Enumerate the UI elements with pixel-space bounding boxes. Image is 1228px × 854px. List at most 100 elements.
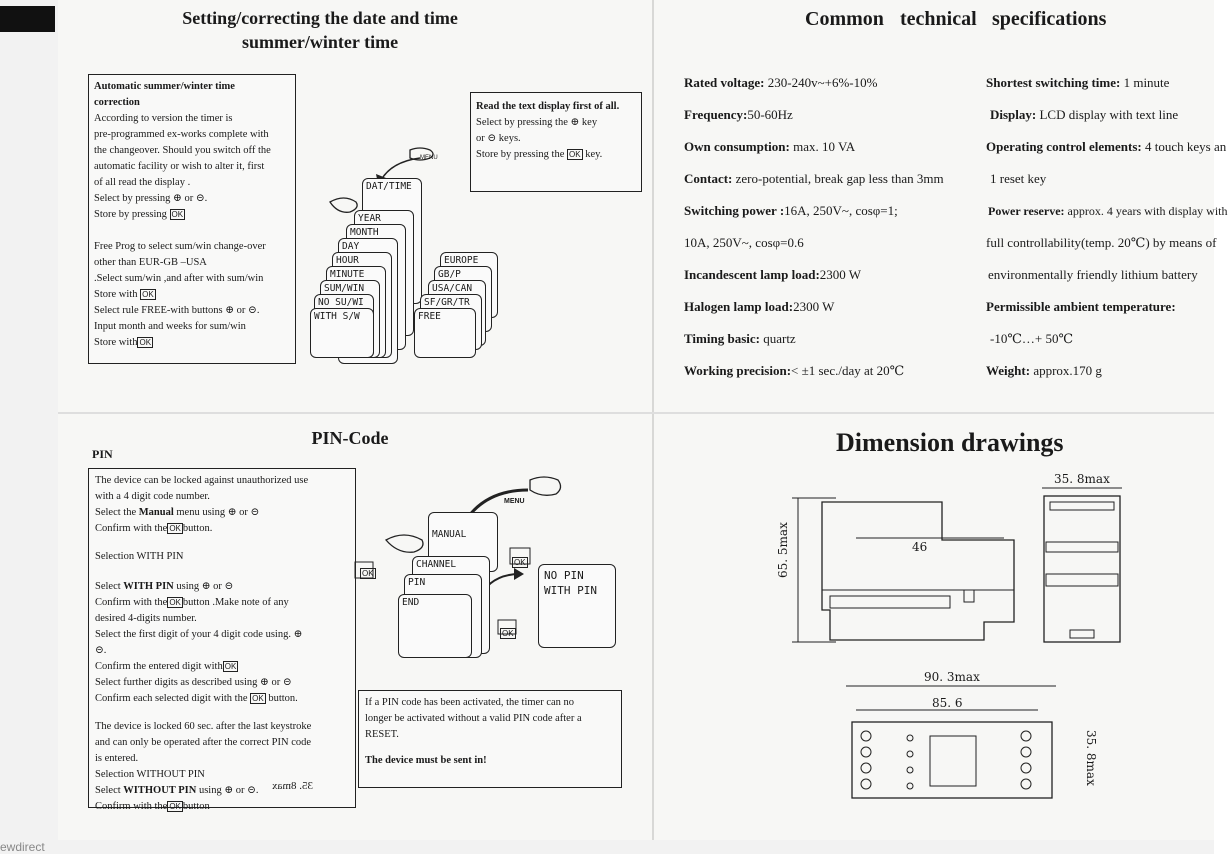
spec-label: Permissible ambient temperature:	[986, 299, 1176, 314]
spacer	[95, 537, 349, 549]
pin-line: Select WITHOUT PIN using ⊕ or ⊝.	[95, 783, 349, 799]
spec-row: Timing basic: quartz	[684, 330, 974, 362]
pin-text: menu using ⊕ or ⊝	[173, 507, 260, 518]
note-line: longer be activated without a valid PIN …	[365, 713, 582, 724]
ok-key-icon: OK	[169, 209, 186, 220]
pin-text-bold: Manual	[138, 507, 174, 518]
pin-text: Confirm with the	[95, 597, 168, 608]
pin-line: Selection WITHOUT PIN	[95, 769, 205, 780]
lcd-text: SUM/WIN	[324, 283, 365, 294]
terminal-row	[1045, 573, 1119, 587]
screw-terminal-icon	[1020, 746, 1032, 758]
spec-label: Halogen lamp load:	[684, 299, 794, 314]
lcd-text: FREE	[418, 311, 441, 322]
display-window	[929, 735, 977, 787]
screw-terminal-icon	[1020, 730, 1032, 742]
specs-title-2: technical	[900, 8, 977, 30]
terminal-row	[1045, 541, 1119, 553]
spec-row: Rated voltage: 230-240v~+6%-10%	[684, 74, 974, 106]
spec-label: Contact:	[684, 171, 733, 186]
lcd-text: NO PIN	[544, 569, 584, 582]
pin-line: and can only be operated after the corre…	[95, 737, 312, 748]
spec-row: Permissible ambient temperature:	[986, 298, 1214, 330]
pin-text-bold: WITHOUT PIN	[123, 785, 197, 796]
specs-left-column: Rated voltage: 230-240v~+6%-10% Frequenc…	[684, 74, 974, 394]
auto-store-line: Store by pressing OK	[94, 207, 290, 223]
note-line: If a PIN code has been activated, the ti…	[365, 697, 575, 708]
top-view-drawing	[846, 685, 1056, 799]
spec-label: Timing basic:	[684, 331, 760, 346]
pin-line: The device can be locked against unautho…	[95, 475, 309, 486]
ok-key-icon: OK	[500, 628, 516, 639]
auto-correction-box: Automatic summer/winter time correction …	[88, 74, 296, 364]
lcd-text: NO SU/WI	[318, 297, 364, 308]
spec-value: < ±1 sec./day at 20℃	[791, 363, 905, 378]
side-outline	[1043, 495, 1121, 643]
auto-line: According to version the timer is	[94, 113, 233, 124]
dim-85-6: 85. 6	[932, 696, 963, 710]
lcd-text: PIN	[408, 577, 426, 588]
free-line: Select rule FREE-with buttons ⊕ or ⊝.	[94, 305, 260, 316]
top-outline	[851, 721, 1053, 799]
screw-terminal-icon	[860, 746, 872, 758]
ok-key-icon: OK	[222, 661, 239, 672]
auto-heading-1: Automatic summer/winter time	[94, 81, 235, 92]
spacer	[432, 515, 494, 529]
screw-terminal-icon	[1020, 762, 1032, 774]
spec-row: Frequency:50-60Hz	[684, 106, 974, 138]
free-line: Store with	[94, 289, 138, 300]
side-foot	[1069, 629, 1095, 639]
spacer	[94, 223, 290, 239]
spec-value: approx.170 g	[1030, 363, 1102, 378]
lcd-text: END	[402, 597, 420, 608]
free-line: Free Prog to select sum/win change-over	[94, 241, 266, 252]
lcd-text: SF/GR/TR	[424, 297, 470, 308]
specs-title-1: Common	[805, 8, 884, 30]
spec-row: -10℃…+ 50℃	[986, 330, 1214, 362]
spec-row: Shortest switching time: 1 minute	[986, 74, 1214, 106]
auto-line: of all read the display .	[94, 177, 191, 188]
lcd-free: FREE	[414, 308, 476, 358]
hand-pointer-icon	[329, 197, 358, 213]
note-line: The device must be sent in!	[365, 755, 487, 766]
pin-text: Confirm each selected digit with the	[95, 693, 248, 704]
key-icon	[509, 547, 531, 565]
housing-outline	[821, 501, 1015, 641]
ok-key-icon: OK	[167, 523, 183, 534]
dim-90-3: 90. 3max	[924, 670, 980, 684]
pin-text: button.	[182, 523, 213, 534]
pin-line: Selection WITH PIN	[95, 551, 184, 562]
free-line: other than EUR-GB –USA	[94, 257, 207, 268]
spec-value: -10℃…+ 50℃	[990, 331, 1073, 346]
pin-side-label: PIN	[92, 447, 113, 461]
spec-value: max. 10 VA	[789, 139, 856, 154]
spec-row: Contact: zero-potential, break gap less …	[684, 170, 974, 202]
pin-line: Confirm each selected digit with the OK …	[95, 691, 349, 707]
spec-label: Own consumption:	[684, 139, 790, 154]
pin-text: using ⊕ or ⊝	[173, 581, 234, 592]
spec-row: Power reserve: approx. 4 years with disp…	[986, 202, 1228, 234]
pin-text: Confirm with the	[95, 801, 168, 812]
auto-line: automatic facility or wish to alter it, …	[94, 161, 265, 172]
spec-value: full controllability(temp. 20℃) by means…	[986, 235, 1217, 250]
mirrored-dimension-text: 35. 8max	[272, 780, 313, 792]
pin-line: Select the first digit of your 4 digit c…	[95, 629, 303, 640]
spec-row: 10A, 250V~, cosφ=0.6	[684, 234, 974, 266]
pin-line: Select the Manual menu using ⊕ or ⊝	[95, 505, 349, 521]
spec-value: 2300 W	[793, 299, 835, 314]
auto-line: the changeover. Should you switch off th…	[94, 145, 271, 156]
read-heading: Read the text display first of all.	[476, 101, 620, 112]
spec-label: Frequency:	[684, 107, 748, 122]
button-icon	[906, 766, 914, 774]
spec-value: 2300 W	[819, 267, 862, 282]
note-line: RESET.	[365, 729, 399, 740]
ok-key-icon: OK	[567, 149, 583, 160]
lcd-with-s-w: WITH S/W	[310, 308, 374, 358]
menu-label: MENU	[420, 155, 438, 161]
button-icon	[906, 782, 914, 790]
ok-key-icon: OK	[137, 337, 154, 348]
pin-text-bold: WITH PIN	[123, 581, 174, 592]
free-line: Input month and weeks for sum/win	[94, 321, 246, 332]
button-icon	[906, 750, 914, 758]
